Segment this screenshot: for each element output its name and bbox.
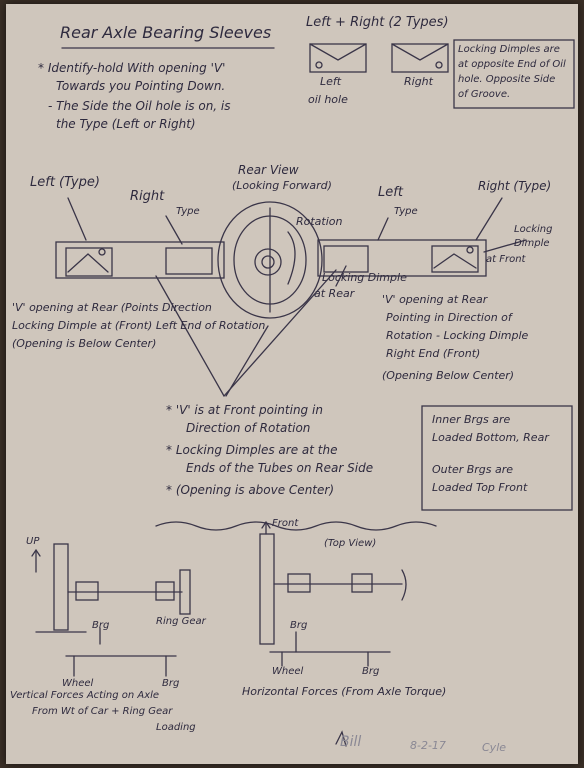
vertical-caption: From Wt of Car + Ring Gear <box>32 706 173 717</box>
locking-note-line: hole. Opposite Side <box>458 74 556 85</box>
locking-note-line: Locking Dimples are <box>458 44 560 55</box>
right-type-sub: Type <box>176 206 200 217</box>
box-note: Inner Brgs are <box>432 413 511 426</box>
signature-suffix: Cyle <box>482 741 507 754</box>
left-type-label: Left <box>320 75 342 88</box>
sketch-drawing <box>31 39 575 747</box>
left-type-b-title: Left <box>378 185 403 200</box>
left-note: (Opening is Below Center) <box>12 337 157 350</box>
horizontal-caption: Horizontal Forces (From Axle Torque) <box>242 685 447 698</box>
identify-note: * Identify-hold With opening 'V' <box>38 61 226 75</box>
top-view-label: (Top View) <box>324 538 377 549</box>
locking-dimple-front: Dimple <box>514 238 550 249</box>
bearing-load-box <box>421 405 573 511</box>
left-type-title: Left (Type) <box>30 175 100 190</box>
locking-dimple-front: Locking <box>514 224 553 235</box>
right-type-icon <box>391 43 449 73</box>
box-note: Loaded Top Front <box>432 481 528 494</box>
page-title: Rear Axle Bearing Sleeves <box>60 23 272 42</box>
right-note: Rotation - Locking Dimple <box>386 329 529 342</box>
brg-label: Brg <box>92 620 110 631</box>
rear-view-sub: (Looking Forward) <box>232 179 332 192</box>
locking-dimple-rear: at Rear <box>314 287 355 300</box>
center-note: Direction of Rotation <box>186 421 311 435</box>
rear-view-label: Rear View <box>238 163 299 177</box>
vertical-caption: Vertical Forces Acting on Axle <box>10 690 160 701</box>
left-type-v <box>309 43 367 61</box>
signature-date: 8-2-17 <box>410 739 446 752</box>
locking-note-line: of Groove. <box>458 89 511 100</box>
box-note: Outer Brgs are <box>432 463 514 476</box>
differential-housing <box>217 201 323 319</box>
notebook-page: Rear Axle Bearing Sleeves Left + Right (… <box>6 4 578 764</box>
oil-hole-label: oil hole <box>308 93 348 106</box>
vertical-wheel <box>53 543 69 631</box>
locking-dimple-rear: Locking Dimple <box>322 271 407 284</box>
vertical-caption: Loading <box>156 722 196 733</box>
h-brg2-label: Brg <box>362 666 380 677</box>
center-note: * (Opening is above Center) <box>166 483 334 497</box>
up-label: UP <box>26 536 40 547</box>
identify-note: Towards you Pointing Down. <box>56 79 226 93</box>
front-label: Front <box>272 518 299 529</box>
wheel-label: Wheel <box>62 678 94 689</box>
left-axle-tube <box>55 241 225 279</box>
right-note: (Opening Below Center) <box>382 369 515 382</box>
box-note: Loaded Bottom, Rear <box>432 431 549 444</box>
rotation-label: Rotation <box>296 215 343 228</box>
right-note: Pointing in Direction of <box>386 311 512 324</box>
rotation-arrow <box>287 231 296 285</box>
identify-note: - The Side the Oil hole is on, is <box>48 99 231 113</box>
left-note: 'V' opening at Rear (Points Direction <box>12 301 212 314</box>
right-type-title: Right <box>130 189 165 204</box>
right-type-label: Right <box>404 75 433 88</box>
ring-gear-label: Ring Gear <box>156 616 206 627</box>
right-note: Right End (Front) <box>386 347 481 360</box>
brg2-label: Brg <box>162 678 180 689</box>
horizontal-wheel <box>259 533 275 645</box>
signature-name: Bill <box>340 734 362 750</box>
locking-dimple-front: at Front <box>486 254 526 265</box>
identify-note: the Type (Left or Right) <box>56 117 196 131</box>
separator-line <box>155 521 437 531</box>
right-note: 'V' opening at Rear <box>382 293 488 306</box>
left-type-icon <box>309 43 367 73</box>
h-wheel-label: Wheel <box>272 666 304 677</box>
center-note: * 'V' is at Front pointing in <box>166 403 323 417</box>
center-note: Ends of the Tubes on Rear Side <box>186 461 374 475</box>
h-brg-label: Brg <box>290 620 308 631</box>
right-type-b-title: Right (Type) <box>478 179 552 193</box>
left-type-b-sub: Type <box>394 206 418 217</box>
center-note: * Locking Dimples are at the <box>166 443 338 457</box>
left-note: Locking Dimple at (Front) Left End of Ro… <box>12 319 266 332</box>
right-axle-tube <box>317 239 487 277</box>
locking-note-line: at opposite End of Oil <box>458 59 566 70</box>
types-header: Left + Right (2 Types) <box>306 15 449 30</box>
ring-gear <box>254 248 282 276</box>
